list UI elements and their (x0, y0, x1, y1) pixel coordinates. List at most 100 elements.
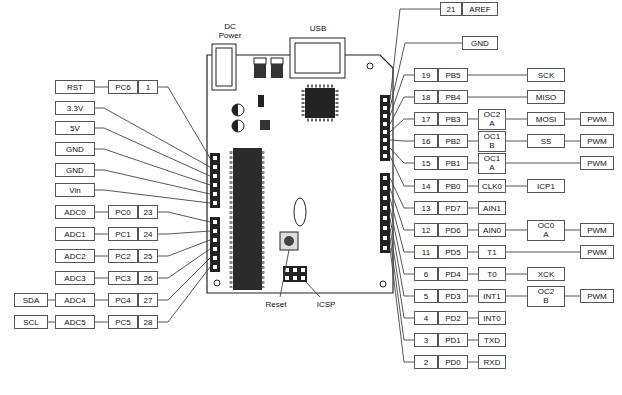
capacitor-mark (232, 104, 238, 116)
pin-label: 15 (422, 159, 431, 168)
connector-line (95, 87, 108, 88)
pin-box: 25 (138, 249, 158, 263)
pin-label: GND (471, 39, 489, 48)
pin-box: PC4 (108, 293, 138, 307)
power-jack-body (212, 44, 236, 90)
pin-label: 25 (144, 252, 153, 261)
pin-box: 19 (414, 68, 438, 82)
pin-box: PB1 (438, 156, 468, 170)
pin-box: PB3 (438, 112, 468, 126)
pin-box: PD2 (438, 311, 468, 325)
pin-label: SCL (23, 318, 39, 327)
pin-label: ADC5 (64, 318, 85, 327)
pin-box: 21 (440, 2, 462, 16)
pin-label: OC0 A (538, 221, 554, 239)
pin-label: CLK0 (482, 182, 502, 191)
pin-box: 3.3V (55, 101, 95, 115)
pin-box: 11 (414, 245, 438, 259)
connector-line (506, 230, 527, 231)
leader-line (158, 267, 210, 322)
header-pins (213, 156, 217, 206)
pin-box: 27 (138, 293, 158, 307)
pin-label: 24 (144, 230, 153, 239)
usb-body (290, 38, 345, 78)
capacitor (232, 120, 244, 132)
part-label: DC Power (219, 22, 242, 40)
pin-label: Vin (69, 186, 80, 195)
pin-box: PWM (580, 156, 614, 170)
pin-box: AIN0 (478, 223, 506, 237)
pin-label: OC2 A (484, 110, 500, 128)
pin-box: T1 (478, 245, 506, 259)
pin-label: ICP1 (537, 182, 555, 191)
header-pins (383, 176, 387, 250)
leader-line (95, 170, 210, 194)
connector-line (565, 296, 580, 297)
pin-label: GND (66, 145, 84, 154)
leader-line (390, 248, 414, 362)
pin-box: ADC5 (55, 315, 95, 329)
pin-box: PD4 (438, 267, 468, 281)
pin-box: ADC3 (55, 271, 95, 285)
regulator-body (254, 64, 266, 78)
pin-label: PC6 (115, 83, 131, 92)
chip-pins (230, 151, 233, 288)
pin-label: ADC2 (64, 252, 85, 261)
connector-line (506, 274, 527, 275)
pin-label: PD5 (445, 248, 461, 257)
pin-box: SDA (14, 293, 48, 307)
header-pins (285, 276, 305, 280)
pin-box: Vin (55, 183, 95, 197)
mounting-hole (380, 281, 386, 287)
pin-label: SDA (23, 296, 39, 305)
pin-box: PB0 (438, 179, 468, 193)
leader-line (390, 140, 414, 141)
chip-pins (336, 90, 339, 118)
pin-box: RXD (478, 355, 506, 369)
pin-label: 28 (144, 318, 153, 327)
pin-box: PC6 (108, 80, 138, 94)
connector-line (565, 230, 580, 231)
pin-box: PC0 (108, 205, 138, 219)
pin-label: INT0 (483, 314, 500, 323)
pin-label: PB5 (445, 71, 460, 80)
pin-box: ICP1 (527, 179, 565, 193)
connector-line (95, 256, 108, 257)
pin-label: 27 (144, 296, 153, 305)
pin-box: PB2 (438, 134, 468, 148)
power-jack (212, 44, 236, 90)
pin-box: PWM (580, 223, 614, 237)
leader-line (158, 249, 210, 278)
pin-label: ADC1 (64, 230, 85, 239)
leader-line (95, 108, 210, 167)
voltage-regulators (254, 58, 283, 78)
pin-label: 4 (424, 314, 428, 323)
header-body (283, 266, 307, 282)
pin-box: SCK (527, 68, 565, 82)
pin-box: SS (527, 134, 565, 148)
pin-label: PB0 (445, 182, 460, 191)
pin-label: INT1 (483, 292, 500, 301)
connector-line (468, 296, 478, 297)
pin-box: ADC2 (55, 249, 95, 263)
pin-label: PWM (587, 137, 607, 146)
pin-label: AIN0 (483, 226, 501, 235)
pin-box: ADC1 (55, 227, 95, 241)
chip-body (233, 148, 262, 290)
pin-box: RST (55, 80, 95, 94)
pin-label: RST (67, 83, 83, 92)
leader-line (390, 156, 414, 186)
pin-label: PB4 (445, 93, 460, 102)
leader-line (390, 119, 414, 132)
leader-line (390, 43, 462, 108)
connector-line (468, 141, 478, 142)
connector-line (95, 278, 108, 279)
pin-box: AIN1 (478, 201, 506, 215)
header-pins (285, 268, 305, 272)
pin-box: 18 (414, 90, 438, 104)
pin-box: PC5 (108, 315, 138, 329)
pin-box: PD0 (438, 355, 468, 369)
leader-line (390, 148, 414, 163)
pin-box: 5 (414, 289, 438, 303)
